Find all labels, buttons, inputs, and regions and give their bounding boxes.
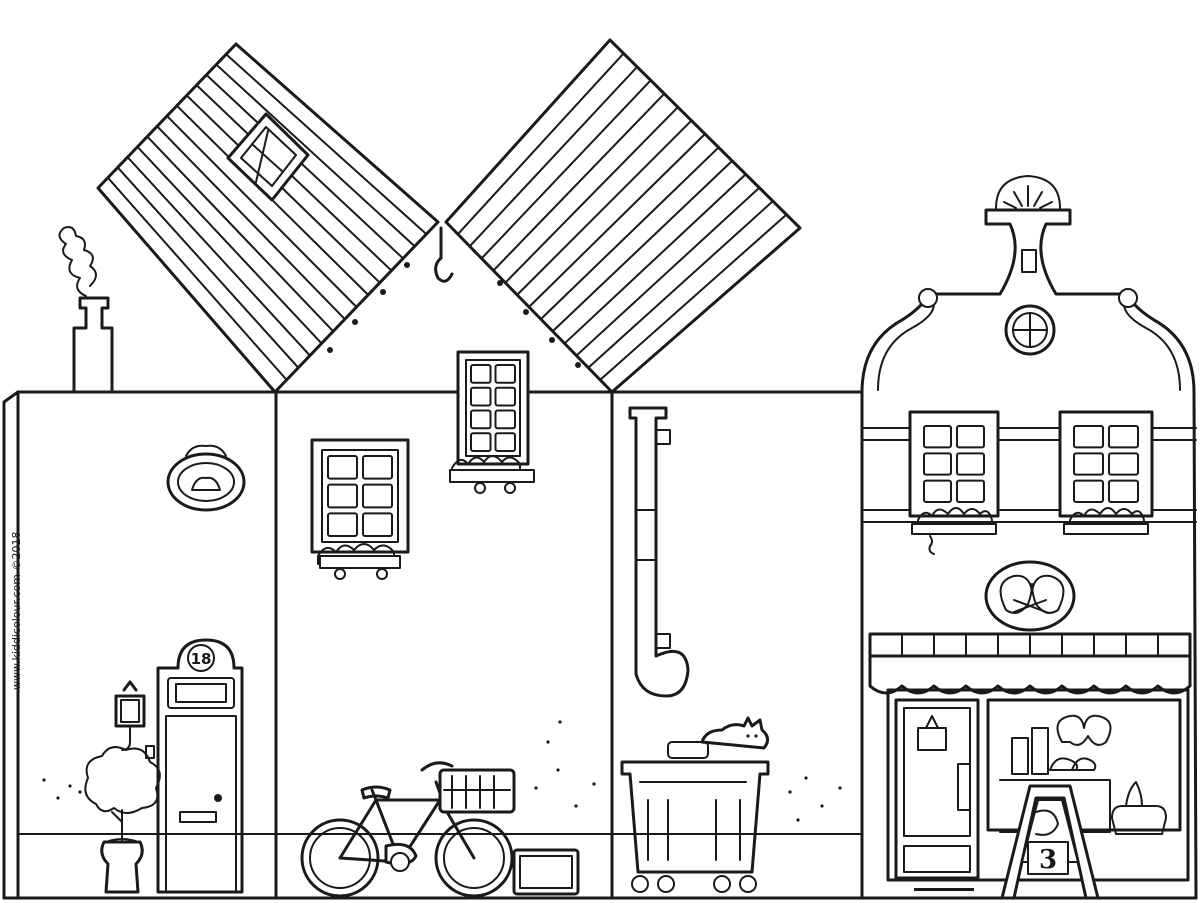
house-bakery: 3 xyxy=(862,176,1196,898)
drainpipe-icon xyxy=(630,408,688,696)
trash-bin-icon xyxy=(622,742,768,892)
bakery-window-left xyxy=(910,412,998,554)
right-roof-panel xyxy=(446,40,800,392)
front-door: 18 xyxy=(158,640,242,892)
credit-text: www.kiddicolour.com ©2018 xyxy=(10,532,23,690)
pretzel-sign-icon xyxy=(986,562,1074,630)
a-frame-sign: 3 xyxy=(1002,786,1098,898)
house-number: 18 xyxy=(191,650,212,668)
oval-sign xyxy=(168,446,244,510)
shopfront xyxy=(888,690,1188,891)
potted-tree-icon xyxy=(85,747,160,892)
window-left xyxy=(312,440,408,579)
shop-jars xyxy=(1012,728,1095,774)
gable-crest xyxy=(996,176,1060,208)
house-left: 18 xyxy=(4,392,276,898)
wall-lamp-icon xyxy=(116,682,154,758)
bread-basket-icon xyxy=(1112,782,1166,834)
smoke-icon xyxy=(59,227,96,296)
pretzel-display-icon xyxy=(1058,716,1111,745)
cat-icon xyxy=(702,718,768,748)
hoist-hook-icon xyxy=(436,228,452,281)
ground-plaque xyxy=(514,850,578,894)
round-window xyxy=(1006,306,1054,354)
shop-awning xyxy=(870,634,1190,693)
chimney xyxy=(59,227,112,392)
roof-window xyxy=(228,114,308,200)
bakery-window-right xyxy=(1060,412,1152,534)
sign-number: 3 xyxy=(1039,845,1057,875)
house-middle xyxy=(276,352,612,898)
window-upper xyxy=(450,352,534,493)
house-drainpipe xyxy=(612,392,862,898)
bicycle-icon xyxy=(302,763,514,896)
left-roof-panel xyxy=(98,44,438,392)
floor-vent xyxy=(914,888,974,891)
